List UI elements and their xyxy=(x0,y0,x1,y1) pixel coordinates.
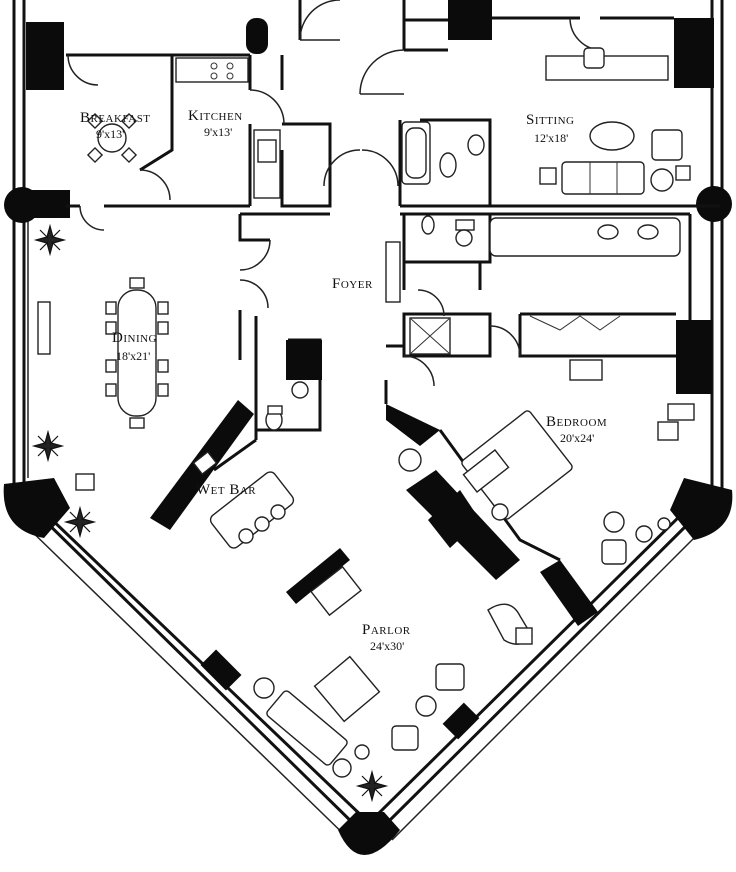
plants xyxy=(31,223,389,803)
room-dim-bedroom: 20'x24' xyxy=(560,431,594,445)
room-dim-dining: 18'x21' xyxy=(116,349,150,363)
room-label-wetbar: Wet Bar xyxy=(196,482,256,498)
columns xyxy=(3,0,733,855)
room-dim-breakfast: 9'x13' xyxy=(96,127,124,141)
room-label-dining: Dining xyxy=(112,330,157,346)
furniture xyxy=(37,47,695,778)
room-labels: Breakfast 9'x13' Kitchen 9'x13' Sitting … xyxy=(80,108,607,653)
room-label-bedroom: Bedroom xyxy=(546,414,607,430)
room-label-breakfast: Breakfast xyxy=(80,110,151,126)
room-dim-kitchen: 9'x13' xyxy=(204,125,232,139)
room-dim-parlor: 24'x30' xyxy=(370,639,404,653)
room-dim-sitting: 12'x18' xyxy=(534,131,568,145)
fixtures xyxy=(175,57,681,431)
room-label-parlor: Parlor xyxy=(362,622,411,638)
plant-icon xyxy=(63,505,97,539)
room-label-foyer: Foyer xyxy=(332,276,373,292)
plant-icon xyxy=(31,429,65,463)
room-label-sitting: Sitting xyxy=(526,112,575,128)
room-label-kitchen: Kitchen xyxy=(188,108,243,124)
plant-icon xyxy=(355,769,389,803)
plant-icon xyxy=(33,223,67,257)
doors xyxy=(67,0,603,387)
